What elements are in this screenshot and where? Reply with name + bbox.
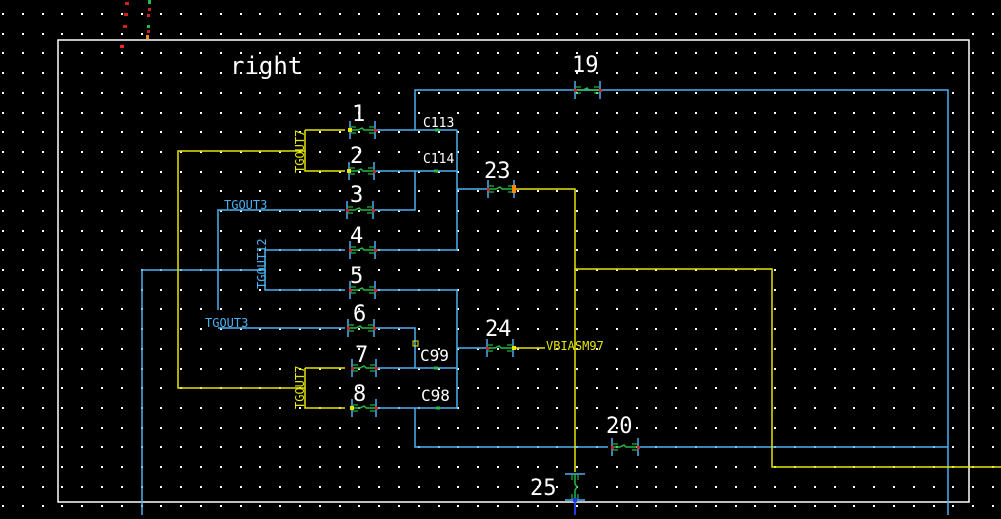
switch-label-2: 2: [350, 144, 363, 169]
node-label-c113: C113: [423, 116, 454, 131]
blue-wires: [141, 89, 949, 515]
switch-7[interactable]: [351, 359, 378, 377]
switch-label-24: 24: [485, 317, 512, 342]
junction-dot: [350, 406, 354, 410]
node-label-c114: C114: [423, 152, 454, 167]
yellow-wires: [177, 129, 1001, 472]
block-border[interactable]: [57, 39, 970, 503]
switch-label-1: 1: [352, 102, 365, 127]
net-labels: TGOUT3 TGOUT3 TGOUT12 TGOUT7 TGOUT7 VBIA…: [205, 130, 604, 409]
switch-3[interactable]: [346, 201, 375, 219]
node-pin: [434, 366, 438, 370]
switch-label-25: 25: [530, 476, 557, 501]
block-label: right: [230, 52, 302, 80]
wire-c99: [375, 327, 416, 369]
wire-right-bus-top: [375, 130, 458, 251]
junction-dot: [348, 128, 352, 132]
net-label-tgout12: TGOUT12: [255, 238, 269, 289]
junction-dot: [347, 169, 351, 173]
wire-tgout3: [217, 209, 345, 310]
wire-right-loop: [575, 268, 1001, 468]
switch-label-4: 4: [350, 224, 363, 249]
switch-label-7: 7: [355, 343, 368, 368]
node-label-c99: C99: [420, 346, 449, 365]
wire-tgout12: [264, 249, 345, 291]
switch-labels: 1 2 3 4 5 6 7 8 19 20 23 24 25: [350, 53, 633, 501]
wire-right-bus-bottom: [375, 289, 458, 409]
wire-top-loop: [414, 89, 949, 515]
switch-label-6: 6: [353, 302, 366, 327]
switch-5[interactable]: [349, 281, 377, 299]
node-pin: [434, 169, 438, 173]
wire-left-feed: [141, 269, 265, 515]
node-pin: [435, 128, 439, 132]
pin-marker: [412, 340, 419, 347]
net-label-tgout3-bottom: TGOUT3: [205, 316, 248, 330]
switch-25[interactable]: [565, 473, 585, 515]
net-label-vbiasm97: VBIASM97: [546, 339, 604, 353]
node-labels: C113 C114 C99 C98: [420, 116, 454, 405]
node-pin: [436, 406, 440, 410]
net-label-tgout7-top: TGOUT7: [293, 130, 307, 173]
junction-dot: [512, 346, 516, 350]
switch-4[interactable]: [349, 241, 377, 259]
wire-bottom: [414, 408, 608, 448]
switch-1[interactable]: [349, 121, 377, 139]
switch-label-19: 19: [572, 53, 599, 78]
switch-20[interactable]: [611, 438, 640, 456]
switches-layer: [346, 81, 640, 515]
switch-label-23: 23: [484, 159, 511, 184]
wire-tgout7-loop: [177, 150, 305, 389]
switch-label-8: 8: [353, 382, 366, 407]
switch-6[interactable]: [347, 319, 376, 337]
switch-label-5: 5: [350, 264, 363, 289]
net-label-tgout7-bottom: TGOUT7: [293, 366, 307, 409]
pin-marker: [512, 185, 516, 193]
stray-marks: [120, 0, 151, 48]
node-label-c98: C98: [421, 386, 450, 405]
wire-tgout7-top: [304, 130, 345, 172]
grid-dots: [2, 13, 994, 507]
switch-19[interactable]: [574, 81, 602, 99]
net-label-tgout3-top: TGOUT3: [224, 198, 267, 212]
switch-label-3: 3: [350, 183, 363, 208]
wire-tgout7-bottom: [304, 368, 345, 409]
switch-label-20: 20: [606, 414, 633, 439]
wire-23-out: [515, 188, 576, 472]
